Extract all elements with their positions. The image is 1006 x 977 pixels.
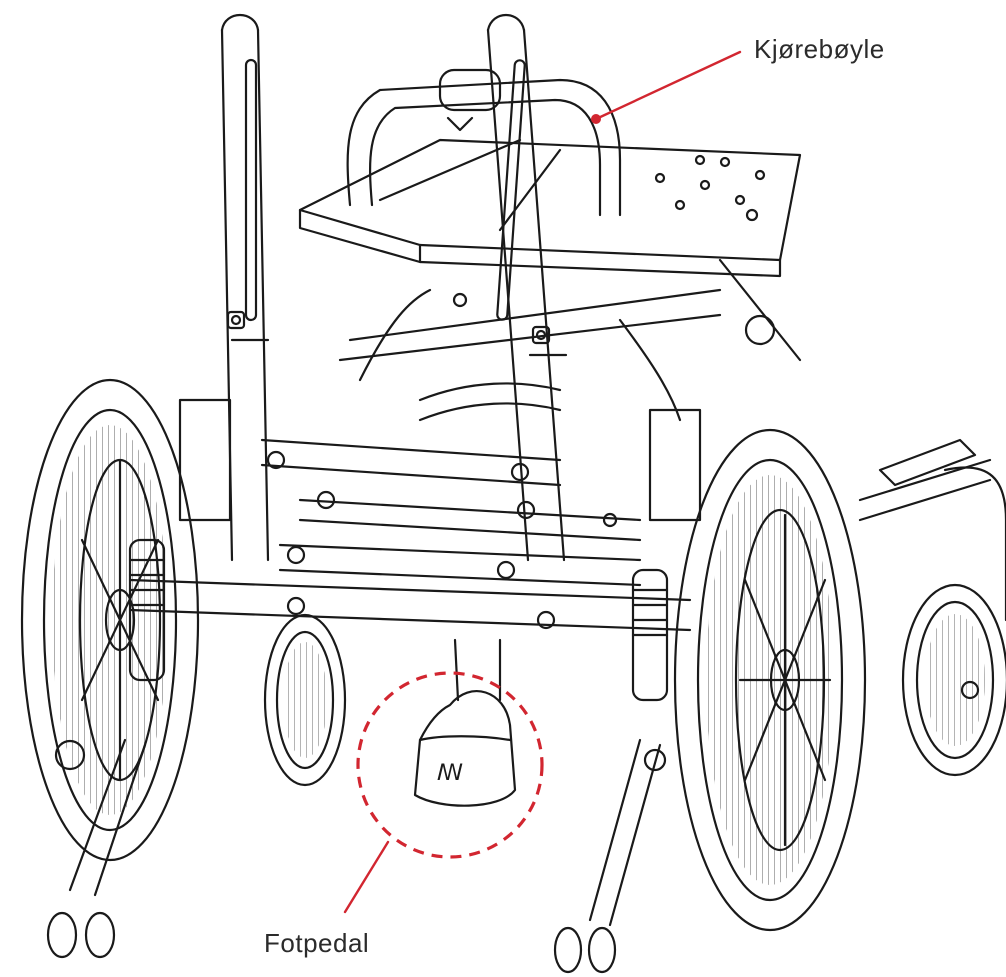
stabilizer-legs xyxy=(46,738,667,974)
left-rear-wheel xyxy=(20,378,200,862)
front-right-caster xyxy=(858,438,1006,777)
frame-crossbars xyxy=(128,258,802,632)
callout-top-leader-line xyxy=(594,50,742,121)
vertical-tubes xyxy=(220,14,568,562)
foot-pedal xyxy=(413,638,517,807)
callout-top-dot xyxy=(591,114,601,124)
seat-plate xyxy=(298,138,802,278)
callout-top xyxy=(591,50,742,124)
callout-label-push-handle: Kjørebøyle xyxy=(754,34,885,64)
callout-bottom-leader-line xyxy=(343,840,390,914)
push-handle xyxy=(346,68,622,217)
right-rear-wheel xyxy=(673,428,867,932)
callout-label-foot-pedal: Fotpedal xyxy=(264,928,370,958)
pedal-logo: ꟿ xyxy=(437,761,463,786)
front-left-caster xyxy=(263,613,347,787)
callout-bottom xyxy=(343,671,544,914)
callout-bottom-dashed-circle xyxy=(356,671,544,859)
